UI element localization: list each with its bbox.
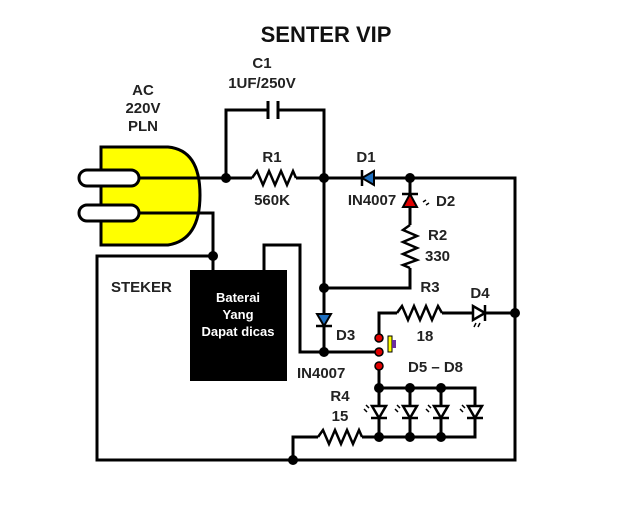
plug-label: STEKER	[111, 279, 172, 296]
c1-name: C1	[252, 55, 271, 72]
junction-dot	[374, 383, 384, 393]
junction-dot	[436, 383, 446, 393]
r1-value: 560K	[254, 192, 290, 209]
junction-dot	[288, 455, 298, 465]
plug-pin-bottom	[77, 203, 141, 223]
leds-label: D5 – D8	[408, 359, 463, 376]
junction-dot	[319, 347, 329, 357]
led-d6	[394, 404, 420, 421]
resistor-r3	[395, 302, 444, 324]
junction-dot	[510, 308, 520, 318]
source-label-pln: PLN	[128, 118, 158, 135]
r4-value: 15	[332, 408, 349, 425]
battery-label-line3: Dapat dicas	[202, 324, 275, 339]
plug-body	[99, 145, 202, 247]
wire	[224, 108, 268, 178]
junctions	[208, 173, 520, 465]
battery	[190, 270, 287, 381]
switch-lever	[387, 335, 393, 353]
r3-name: R3	[420, 279, 439, 296]
junction-dot	[436, 432, 446, 442]
switch-contact	[374, 347, 384, 357]
led-d5	[363, 404, 389, 421]
source-label-ac: AC	[132, 82, 154, 99]
led-d4	[471, 303, 488, 328]
led-d2	[401, 191, 430, 208]
r2-name: R2	[428, 227, 447, 244]
d3-name: D3	[336, 327, 355, 344]
junction-dot	[405, 383, 415, 393]
switch-knob	[392, 340, 396, 348]
led-bank	[363, 388, 485, 437]
diagram-title: SENTER VIP	[261, 22, 392, 47]
junction-dot	[374, 432, 384, 442]
d1-value: IN4007	[348, 192, 396, 209]
wire	[278, 108, 326, 178]
plug	[77, 145, 202, 247]
junction-dot	[208, 251, 218, 261]
switch[interactable]	[374, 333, 396, 371]
r1-name: R1	[262, 149, 281, 166]
resistor-r4	[316, 426, 364, 448]
source-label-voltage: 220V	[125, 100, 160, 117]
junction-dot	[405, 432, 415, 442]
junction-dot	[319, 173, 329, 183]
d3-value: IN4007	[297, 365, 345, 382]
plug-pin-top	[77, 168, 141, 188]
led-d7	[425, 404, 451, 421]
c1-value: 1UF/250V	[228, 75, 296, 92]
switch-contact	[374, 361, 384, 371]
led-d8	[459, 404, 485, 421]
r2-value: 330	[425, 248, 450, 265]
switch-contact	[374, 333, 384, 343]
resistor-r1	[250, 167, 298, 189]
r3-value: 18	[417, 328, 434, 345]
d1-name: D1	[356, 149, 375, 166]
battery-label-line1: Baterai	[216, 290, 260, 305]
resistor-r2	[399, 223, 421, 270]
battery-label-line2: Yang	[222, 307, 253, 322]
r4-name: R4	[330, 388, 350, 405]
d2-name: D2	[436, 193, 455, 210]
wire	[377, 311, 397, 338]
diode-d1	[360, 169, 375, 187]
junction-dot	[405, 173, 415, 183]
junction-dot	[221, 173, 231, 183]
wire	[324, 268, 412, 290]
diode-d3	[315, 313, 333, 328]
wire	[95, 176, 517, 462]
d4-name: D4	[470, 285, 490, 302]
junction-dot	[319, 283, 329, 293]
capacitor-c1	[266, 101, 280, 119]
